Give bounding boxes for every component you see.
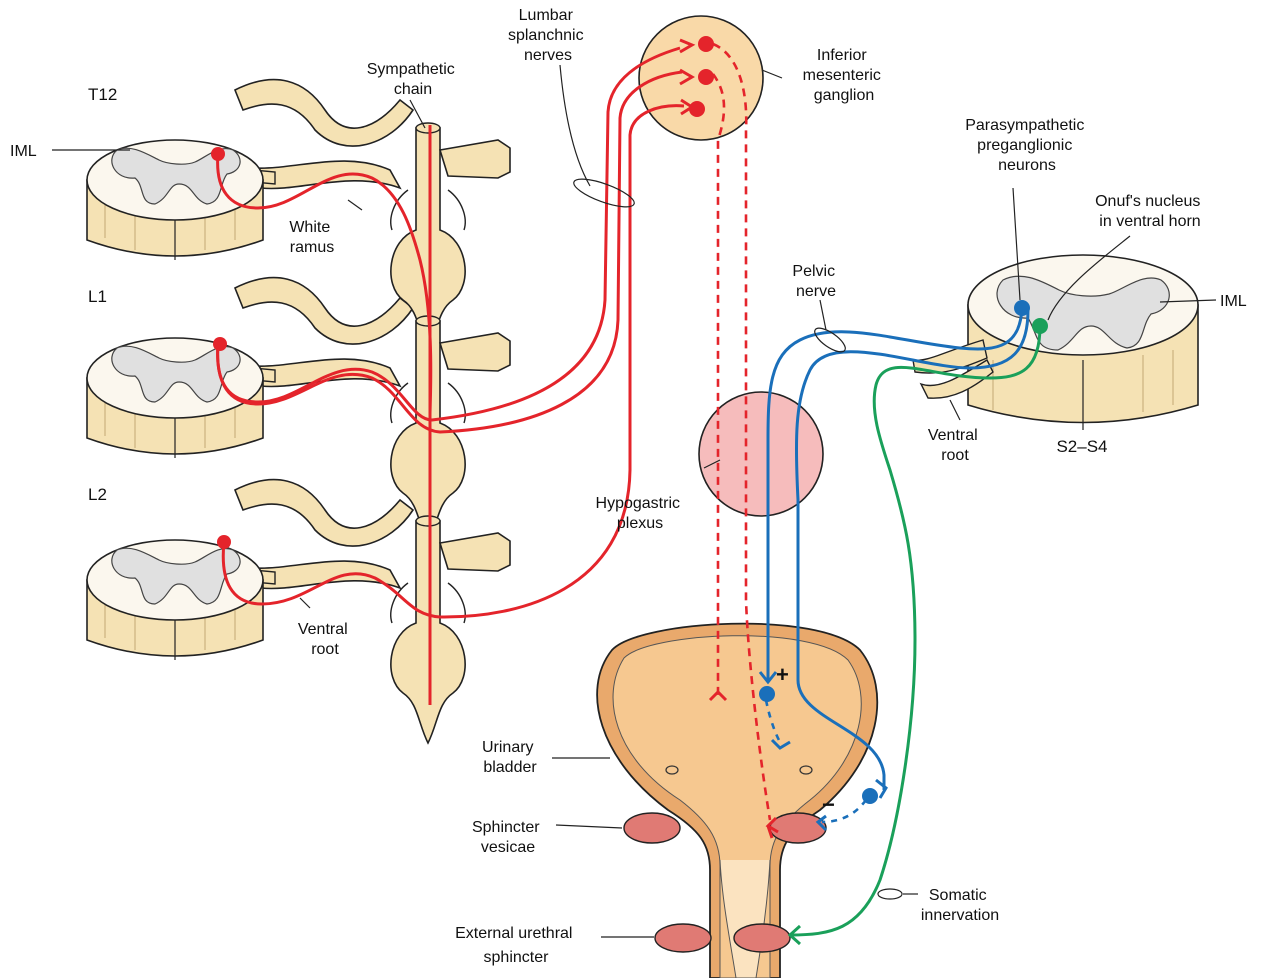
label-hypogastric-plexus: Hypogastric plexus <box>596 495 685 532</box>
label-sphincter-vesicae: Sphincter vesicae <box>472 819 544 856</box>
label-inferior-mesenteric: Inferior mesenteric ganglion <box>803 47 886 104</box>
label-pelvic-nerve: Pelvic nerve <box>792 263 839 300</box>
label-white-ramus: White ramus <box>289 219 334 256</box>
spinal-cord-l1 <box>87 278 413 458</box>
spinal-cord-t12 <box>87 80 413 260</box>
label-sacral-segment: S2–S4 <box>1056 437 1107 456</box>
segment-label-l1: L1 <box>88 287 107 306</box>
onufs-nucleus-neuron <box>1032 318 1048 334</box>
label-external-urethral: External urethral sphincter <box>455 925 577 966</box>
pelvic-nerve-bundle-marker <box>811 324 849 356</box>
segment-label-t12: T12 <box>88 85 117 104</box>
label-sympathetic-chain: Sympathetic chain <box>367 61 460 98</box>
label-ventral-root-left: Ventral root <box>298 621 352 658</box>
label-lumbar-splanchnic: Lumbar splanchnic nerves <box>508 7 588 64</box>
spinal-cord-s2-s4 <box>913 255 1198 430</box>
label-iml-right: IML <box>1220 293 1247 310</box>
urinary-bladder <box>597 624 877 978</box>
spinal-cord-l2 <box>87 480 413 660</box>
label-parasympathetic: Parasympathetic preganglionic neurons <box>965 117 1089 174</box>
excitatory-plus-sign: + <box>776 662 789 687</box>
sympathetic-chain <box>391 123 510 743</box>
label-onufs-nucleus: Onuf's nucleus in ventral horn <box>1095 193 1205 230</box>
label-urinary-bladder: Urinary bladder <box>482 739 538 776</box>
lumbar-splanchnic-bundle-marker <box>571 174 637 213</box>
segment-label-l2: L2 <box>88 485 107 504</box>
label-ventral-root-right: Ventral root <box>928 427 982 464</box>
somatic-bundle-marker <box>878 889 902 899</box>
label-somatic-innervation: Somatic innervation <box>921 887 999 924</box>
inhibitory-minus-sign: − <box>822 792 835 817</box>
label-iml-left: IML <box>10 143 37 160</box>
